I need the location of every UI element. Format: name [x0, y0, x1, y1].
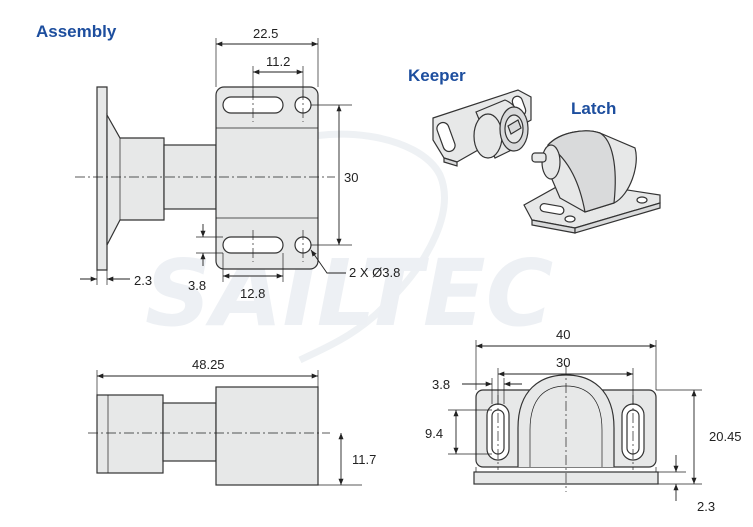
dim-30-front: 30 — [556, 355, 570, 370]
dim-3-8-left: 3.8 — [188, 278, 206, 293]
keeper-boss — [106, 112, 165, 246]
latch-heading: Latch — [571, 99, 616, 118]
dim-11-7: 11.7 — [352, 452, 376, 467]
watermark: SAILTEC — [145, 130, 553, 364]
assembly-dimensions: 22.5 11.2 30 2 X Ø3.8 2.3 3.8 12.8 — [80, 26, 400, 301]
latch-body — [215, 86, 319, 270]
side-latch-body — [215, 386, 319, 486]
dim-12-8: 12.8 — [240, 286, 265, 301]
dim-48-25: 48.25 — [192, 357, 225, 372]
dim-2-3-left: 2.3 — [134, 273, 152, 288]
assembly-heading: Assembly — [36, 22, 117, 41]
latch-3d — [523, 130, 661, 234]
side-keeper-barrel — [162, 402, 217, 462]
side-view — [88, 386, 330, 486]
dim-40: 40 — [556, 327, 570, 342]
dim-22-5: 22.5 — [253, 26, 278, 41]
dim-11-2: 11.2 — [266, 54, 290, 69]
front-dimensions: 40 30 3.8 9.4 20.45 2.3 — [425, 327, 742, 514]
keeper-heading: Keeper — [408, 66, 466, 85]
dim-9-4: 9.4 — [425, 426, 443, 441]
side-keeper-boss — [96, 394, 164, 474]
watermark-text: SAILTEC — [145, 240, 553, 347]
keeper-plate — [96, 86, 108, 271]
dim-holes: 2 X Ø3.8 — [349, 265, 400, 280]
assembly-top-view — [75, 86, 335, 271]
dim-2-3-front: 2.3 — [697, 499, 715, 514]
dim-20-45: 20.45 — [709, 429, 742, 444]
front-view — [473, 365, 659, 492]
keeper-3d — [432, 89, 532, 167]
keeper-barrel-3d — [473, 113, 503, 159]
side-dimensions: 48.25 11.7 — [96, 357, 376, 486]
dim-30-side: 30 — [344, 170, 358, 185]
dim-3-8-front: 3.8 — [432, 377, 450, 392]
